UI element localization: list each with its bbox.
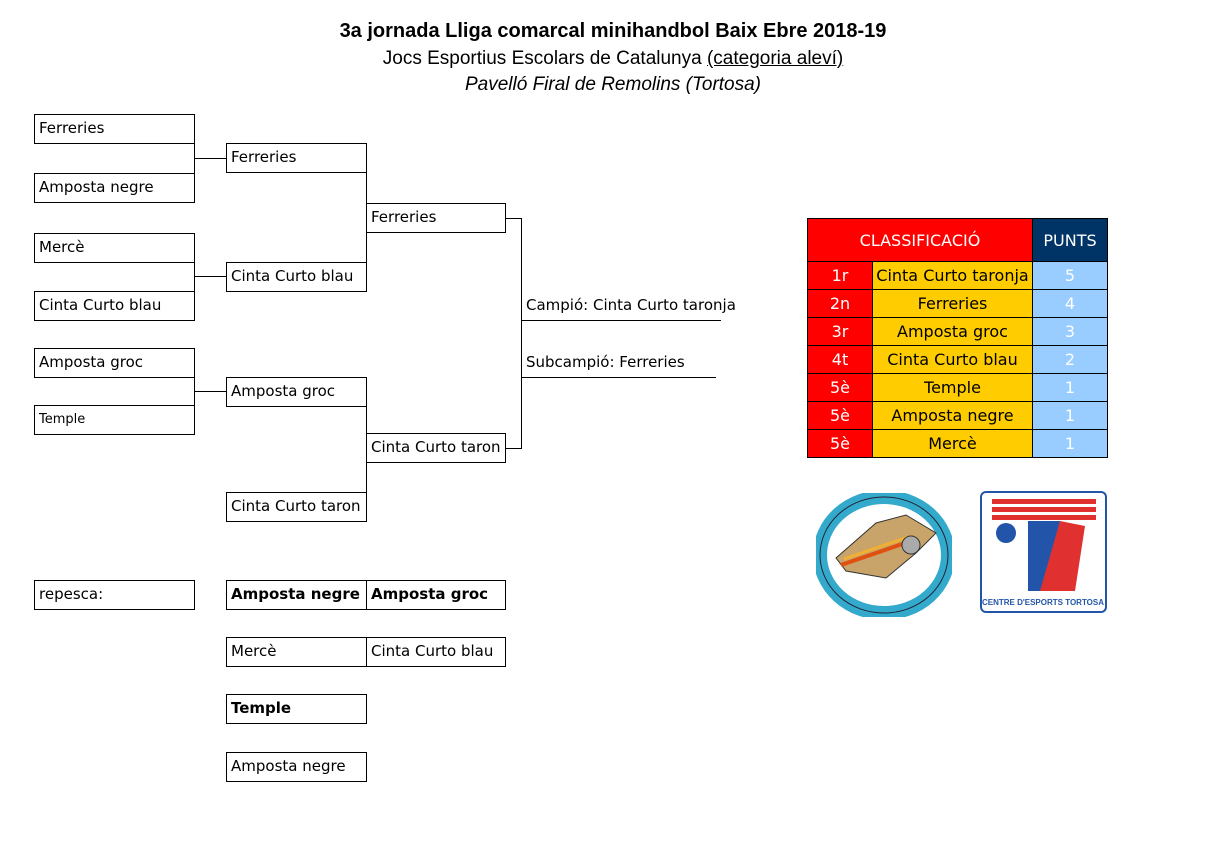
- repesca-team: Temple: [226, 694, 367, 724]
- repesca-label: repesca:: [34, 580, 195, 610]
- r1-team: Amposta groc: [34, 348, 195, 378]
- team: Cinta Curto taronja: [872, 261, 1033, 290]
- pts: 2: [1032, 345, 1108, 374]
- pos: 3r: [807, 317, 873, 346]
- points-header: PUNTS: [1032, 218, 1108, 262]
- category-link: (categoria aleví): [706, 48, 844, 69]
- team: Ferreries: [872, 289, 1033, 318]
- logo-text: CENTRE D'ESPORTS TORTOSA: [982, 598, 1104, 607]
- repesca-team: Amposta negre: [226, 580, 367, 610]
- team: Cinta Curto blau: [872, 345, 1033, 374]
- repesca-team: Amposta negre: [226, 752, 367, 782]
- team: Mercè: [872, 429, 1033, 458]
- repesca-team: Mercè: [226, 637, 367, 667]
- pos: 5è: [807, 401, 873, 430]
- r1-team: Temple: [34, 405, 195, 435]
- champion-label: Campió: Cinta Curto taronja: [526, 296, 736, 314]
- pts: 1: [1032, 373, 1108, 402]
- semi-team: Cinta Curto taron: [366, 433, 506, 463]
- pts: 3: [1032, 317, 1108, 346]
- r1-team: Cinta Curto blau: [34, 291, 195, 321]
- venue: Pavelló Firal de Remolins (Tortosa): [464, 74, 762, 95]
- r1-team: Ferreries: [34, 114, 195, 144]
- r1-team: Mercè: [34, 233, 195, 263]
- r2-team: Ferreries: [226, 143, 367, 173]
- team: Amposta negre: [872, 401, 1033, 430]
- r1-team: Amposta negre: [34, 173, 195, 203]
- r2-team: Cinta Curto blau: [226, 262, 367, 292]
- subtitle-text: Jocs Esportius Escolars de Catalunya: [382, 48, 707, 69]
- pos: 4t: [807, 345, 873, 374]
- pts: 4: [1032, 289, 1108, 318]
- standings-header: CLASSIFICACIÓ: [807, 218, 1033, 262]
- team: Amposta groc: [872, 317, 1033, 346]
- repesca-team: Cinta Curto blau: [366, 637, 506, 667]
- pts: 1: [1032, 401, 1108, 430]
- repesca-team: Amposta groc: [366, 580, 506, 610]
- pos: 1r: [807, 261, 873, 290]
- team: Temple: [872, 373, 1033, 402]
- pos: 5è: [807, 429, 873, 458]
- semi-team: Ferreries: [366, 203, 506, 233]
- centre-esports-tortosa-logo: CENTRE D'ESPORTS TORTOSA: [980, 491, 1107, 613]
- pts: 5: [1032, 261, 1108, 290]
- pos: 2n: [807, 289, 873, 318]
- subtitle: Jocs Esportius Escolars de Catalunya (ca…: [0, 48, 1226, 70]
- pts: 1: [1032, 429, 1108, 458]
- runner-up-label: Subcampió: Ferreries: [526, 353, 685, 371]
- r2-team: Amposta groc: [226, 377, 367, 407]
- pos: 5è: [807, 373, 873, 402]
- page-title: 3a jornada Lliga comarcal minihandbol Ba…: [339, 20, 887, 42]
- consell-esportiu-logo: [816, 493, 952, 617]
- r2-team: Cinta Curto taron: [226, 492, 367, 522]
